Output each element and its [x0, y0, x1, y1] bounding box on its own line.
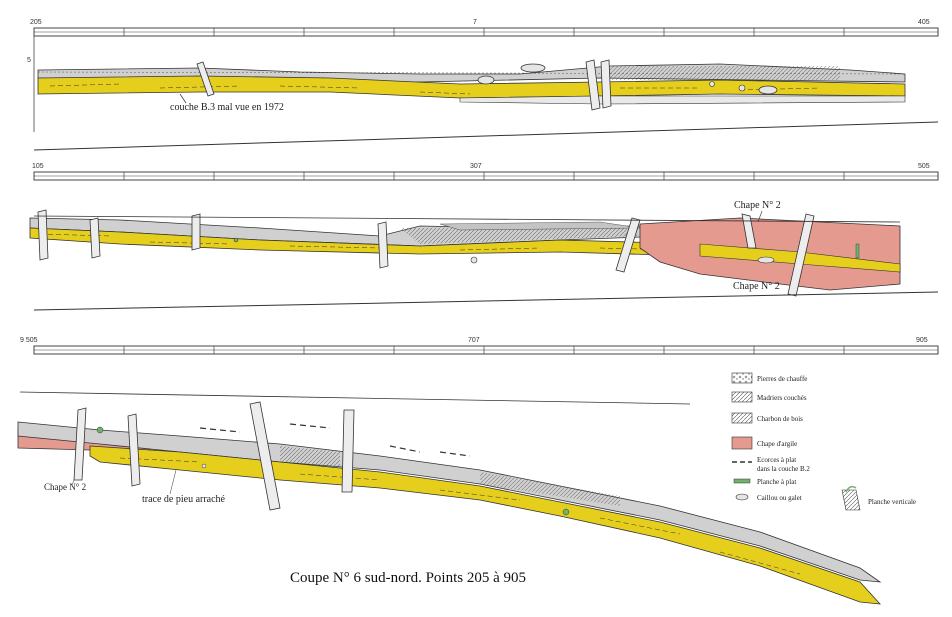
stake-2d	[377, 221, 389, 269]
svg-text:Madriers couchés: Madriers couchés	[757, 394, 807, 402]
band2-right-point: 505	[918, 163, 930, 170]
svg-text:dans la couche B.2: dans la couche B.2	[757, 465, 810, 473]
layer-note: couche B.3 mal vue en 1972	[170, 102, 284, 113]
svg-text:Pierres de chauffe: Pierres de chauffe	[757, 375, 807, 383]
datum-line-2	[33, 291, 939, 311]
chape-label-3: Chape N° 2	[44, 482, 86, 492]
legend-item-lying-planks: Madriers couchés	[731, 391, 807, 403]
svg-text:Planche à plat: Planche à plat	[757, 478, 796, 486]
stake-1a	[196, 61, 215, 97]
section-band-3: 9 505 707 905 Chape N° 2 trace de pieu a…	[17, 337, 939, 605]
clay-cap-icon	[731, 436, 753, 450]
stake-3a	[73, 407, 87, 481]
pebble-icon	[735, 493, 749, 501]
reference-line-2	[33, 215, 901, 223]
legend-item-charcoal: Charbon de bois	[731, 412, 803, 424]
depth-mark: 5	[27, 57, 31, 64]
svg-text:Planche verticale: Planche verticale	[868, 498, 916, 506]
section-band-2: 105 307 505 Chape N° 2 Chape N° 2	[29, 163, 939, 311]
band3-right-point: 905	[916, 337, 928, 344]
legend-item-vertical-plank: Planche verticale	[841, 485, 916, 511]
band1-right-point: 405	[918, 19, 930, 26]
band2-left-point: 105	[32, 163, 44, 170]
stake-1c	[600, 59, 612, 109]
vertical-plank-icon	[841, 489, 861, 511]
legend-item-clay: Chape d'argile	[731, 436, 797, 450]
legend-item-bark: Ecorces à plat dans la couche B.2	[732, 456, 810, 473]
legend-item-pebble: Caillou ou galet	[735, 493, 802, 502]
charcoal-icon	[731, 412, 753, 424]
band3-mid-point: 707	[468, 337, 480, 344]
svg-text:Caillou ou galet: Caillou ou galet	[757, 494, 802, 502]
stake-2b	[89, 217, 101, 259]
legend: Pierres de chauffe Madriers couchés Char…	[731, 372, 916, 511]
stones-icon	[731, 372, 753, 384]
stake-3d	[341, 409, 355, 493]
svg-text:Ecorces à plat: Ecorces à plat	[757, 456, 796, 464]
stake-trace-note: trace de pieu arraché	[142, 494, 226, 505]
legend-item-stones: Pierres de chauffe	[731, 372, 807, 384]
stake-2a	[37, 209, 49, 261]
lying-planks-icon	[731, 391, 753, 403]
stake-3c	[249, 401, 281, 511]
figure-caption: Coupe N° 6 sud-nord. Points 205 à 905	[290, 570, 526, 586]
flat-plank-icon	[733, 478, 751, 484]
chape-label-lower: Chape N° 2	[733, 281, 780, 292]
stake-2g	[787, 213, 815, 297]
stake-1b	[585, 59, 601, 111]
chape-label-upper: Chape N° 2	[734, 200, 781, 211]
svg-text:Charbon de bois: Charbon de bois	[757, 415, 803, 423]
stake-2c	[191, 213, 201, 251]
band1-left-point: 205	[30, 19, 42, 26]
sediment-layer-3	[89, 445, 881, 605]
band3-left-point: 9 505	[20, 337, 38, 344]
stake-3b	[127, 413, 141, 487]
reference-line-3	[19, 391, 691, 405]
svg-text:Chape d'argile: Chape d'argile	[757, 440, 797, 448]
band1-mid-point: 7	[473, 19, 477, 26]
stake-2f	[741, 213, 757, 249]
datum-line-1	[33, 121, 939, 151]
section-band-1: 205 7 405 5 couche B.3 mal vue en 1972	[27, 19, 939, 151]
legend-item-flat-plank: Planche à plat	[733, 478, 796, 486]
band2-mid-point: 307	[470, 163, 482, 170]
